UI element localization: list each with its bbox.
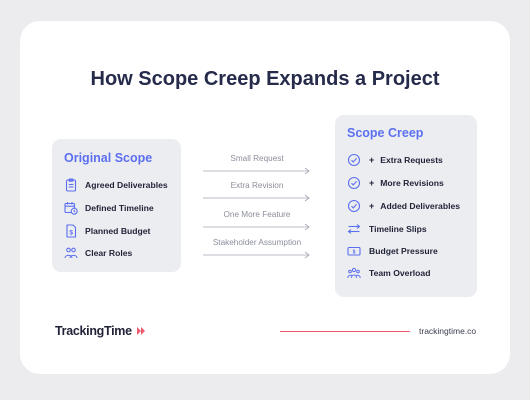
original-scope-item: Agreed Deliverables xyxy=(64,178,168,192)
original-scope-item-label: Clear Roles xyxy=(85,248,133,258)
svg-text:$: $ xyxy=(69,230,73,237)
arrow-right-icon xyxy=(203,167,310,175)
original-scope-item: Defined Timeline xyxy=(64,201,154,215)
arrow-label: Stakeholder Assumption xyxy=(212,238,302,247)
arrow-label: One More Feature xyxy=(223,210,291,219)
clipboard-icon xyxy=(64,178,78,192)
scope-creep-item: $ Budget Pressure xyxy=(347,244,438,258)
scope-creep-item: Team Overload xyxy=(347,266,430,280)
calendar-clock-icon xyxy=(64,201,78,215)
scope-creep-item: + Added Deliverables xyxy=(347,199,460,213)
check-circle-icon xyxy=(347,176,361,190)
scope-creep-item-label: Team Overload xyxy=(369,268,431,278)
brand-logo: TrackingTime xyxy=(55,324,132,338)
scope-creep-item-label: Added Deliverables xyxy=(380,201,461,211)
plus-sign: + xyxy=(369,178,375,188)
footer-divider xyxy=(280,331,410,332)
check-circle-icon xyxy=(347,199,361,213)
arrow-right-icon xyxy=(203,194,310,202)
arrow-label: Small Request xyxy=(230,154,284,163)
scope-creep-box: Scope Creep + Extra Requests + More Revi… xyxy=(335,115,477,297)
scope-creep-item: + More Revisions xyxy=(347,176,444,190)
scope-creep-title: Scope Creep xyxy=(347,126,424,140)
arrows-exchange-icon xyxy=(347,222,361,236)
scope-creep-item: + Extra Requests xyxy=(347,153,443,167)
scope-creep-item-label: Timeline Slips xyxy=(369,224,427,234)
plus-sign: + xyxy=(369,201,375,211)
original-scope-box: Original Scope Agreed Deliverables Defin… xyxy=(52,139,181,272)
page-title: How Scope Creep Expands a Project xyxy=(90,68,440,90)
plus-sign: + xyxy=(369,155,375,165)
team-icon xyxy=(347,266,361,280)
arrow-right-icon xyxy=(203,251,310,259)
check-circle-icon xyxy=(347,153,361,167)
money-bill-icon: $ xyxy=(347,244,361,258)
website-url: trackingtime.co xyxy=(419,326,477,336)
arrow-right-icon xyxy=(203,223,310,231)
original-scope-item-label: Defined Timeline xyxy=(85,203,154,213)
scope-creep-item-label: More Revisions xyxy=(380,178,444,188)
original-scope-item-label: Planned Budget xyxy=(85,226,151,236)
scope-creep-item-label: Budget Pressure xyxy=(369,246,438,256)
scope-creep-item: Timeline Slips xyxy=(347,222,427,236)
original-scope-item: $ Planned Budget xyxy=(64,224,150,238)
original-scope-title: Original Scope xyxy=(64,151,153,165)
arrow-label: Extra Revision xyxy=(230,181,284,190)
scope-creep-item-label: Extra Requests xyxy=(380,155,443,165)
original-scope-item-label: Agreed Deliverables xyxy=(85,180,168,190)
svg-text:$: $ xyxy=(353,249,356,255)
budget-document-icon: $ xyxy=(64,224,78,238)
original-scope-item: Clear Roles xyxy=(64,246,132,260)
brand-mark-icon xyxy=(137,327,145,335)
people-icon xyxy=(64,246,78,260)
